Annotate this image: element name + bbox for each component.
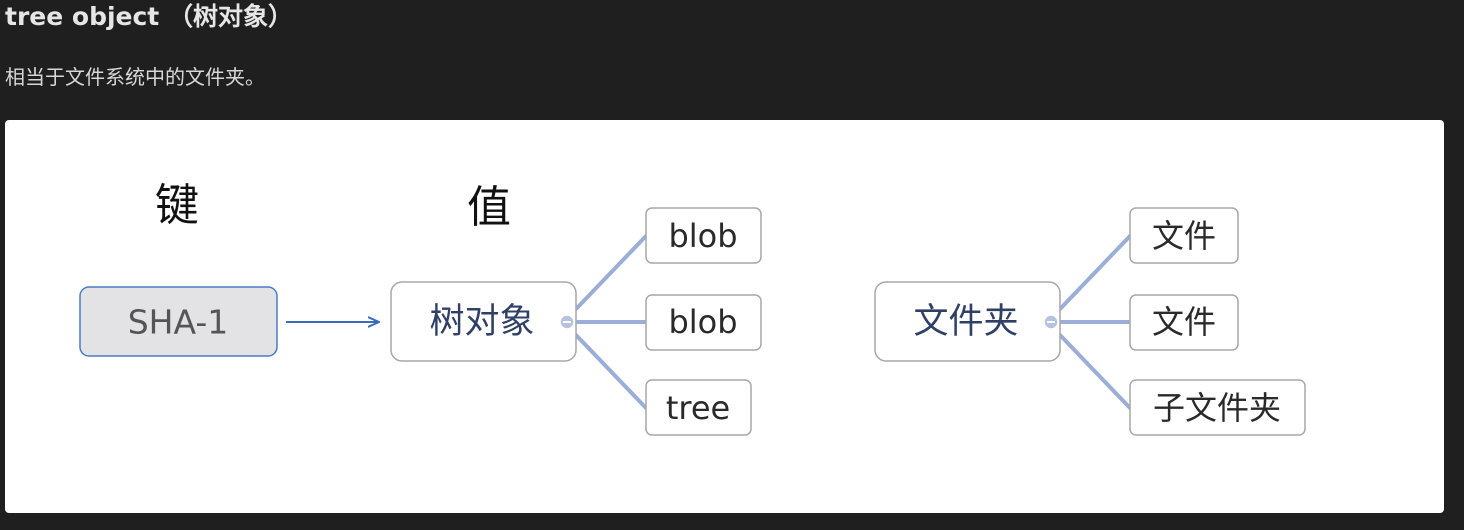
- folder-child-2: 文件: [1129, 294, 1239, 351]
- tree-child-2-label: blob: [668, 303, 737, 341]
- tree-object-node: 树对象: [390, 281, 577, 362]
- folder-child-1: 文件: [1129, 207, 1239, 264]
- key-node: SHA-1: [79, 286, 278, 357]
- value-column-label: 值: [467, 182, 511, 233]
- description-paragraph: 相当于文件系统中的文件夹。: [5, 65, 265, 89]
- tree-child-3: tree: [645, 379, 752, 436]
- folder-child-2-label: 文件: [1152, 303, 1216, 341]
- tree-object-diagram: 键 值 SHA-1 树对象 blob blob: [5, 120, 1444, 513]
- folder-child-3-label: 子文件夹: [1153, 389, 1281, 427]
- tree-child-1: blob: [645, 207, 762, 264]
- tree-connector-3: [574, 333, 648, 410]
- folder-child-3: 子文件夹: [1129, 379, 1306, 436]
- key-column-label: 键: [155, 180, 199, 231]
- tree-connector-1: [574, 234, 648, 311]
- tree-object-node-label: 树对象: [429, 302, 534, 342]
- folder-node-connectors: [1058, 234, 1132, 410]
- tree-node-connectors: [574, 234, 648, 410]
- section-heading: tree object （树对象）: [5, 2, 293, 31]
- folder-node-label: 文件夹: [913, 302, 1018, 342]
- tree-child-2: blob: [645, 294, 762, 351]
- key-node-label: SHA-1: [128, 303, 229, 342]
- folder-child-1-label: 文件: [1152, 217, 1216, 255]
- folder-connector-3: [1058, 333, 1132, 410]
- tree-child-3-label: tree: [666, 389, 730, 427]
- tree-child-1-label: blob: [668, 217, 737, 255]
- folder-connector-1: [1058, 234, 1132, 311]
- folder-node: 文件夹: [874, 281, 1061, 362]
